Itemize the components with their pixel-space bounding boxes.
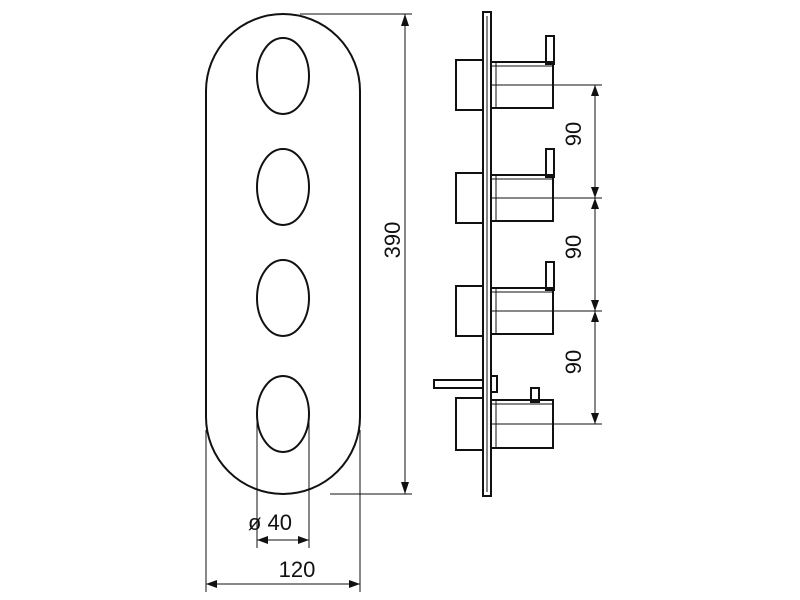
spacing-dimension-3-label: 90 [561, 350, 586, 374]
side-handle-1 [455, 35, 555, 111]
height-dimension-label: 390 [380, 222, 405, 259]
knob-opening-3 [256, 259, 310, 337]
side-view [433, 11, 555, 497]
diverter-lever [433, 379, 484, 389]
spacing-dimension-1-label: 90 [561, 122, 586, 146]
spacing-dimensions: 90 90 90 [500, 84, 602, 425]
knob-opening-4 [256, 375, 310, 453]
spacing-dimension-2-label: 90 [561, 235, 586, 259]
side-handle-4 [433, 375, 554, 451]
knob-opening-2 [256, 148, 310, 226]
side-handle-3 [455, 261, 555, 337]
diameter-dimension-label: ø 40 [248, 510, 292, 535]
diameter-dimension: ø 40 [248, 414, 310, 548]
side-plate [482, 11, 492, 497]
front-plate-outline [205, 13, 361, 495]
side-handle-2 [455, 148, 555, 224]
width-dimension-label: 120 [279, 557, 316, 582]
height-dimension: 390 [300, 13, 412, 495]
knob-opening-1 [256, 37, 310, 115]
front-view [205, 13, 361, 495]
width-dimension: 120 [205, 430, 361, 592]
